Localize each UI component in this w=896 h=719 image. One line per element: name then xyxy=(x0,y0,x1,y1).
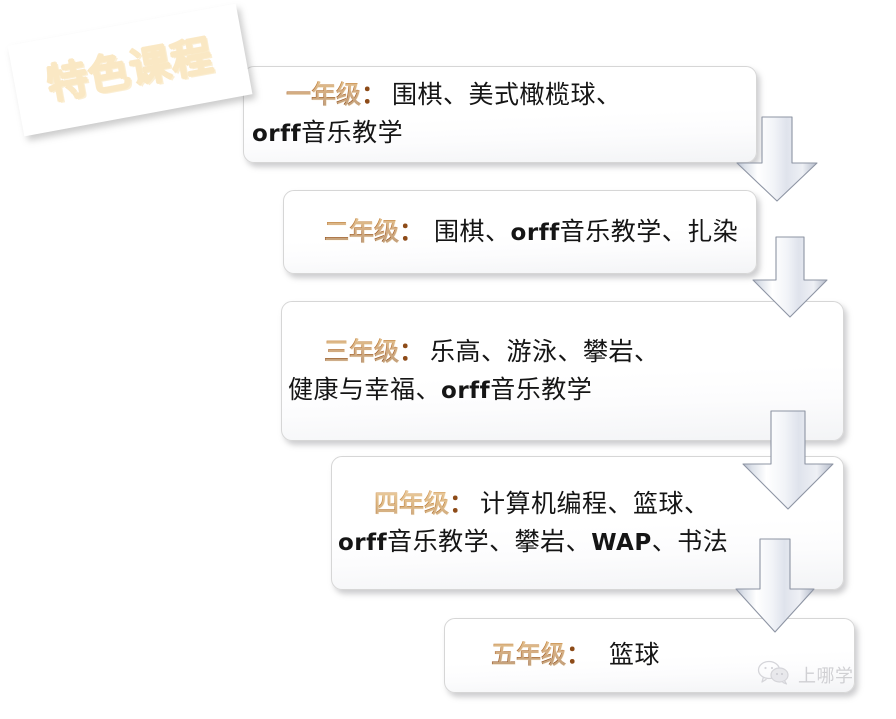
grade-box-4-line-2: orff音乐教学、攀岩、WAP、书法 xyxy=(338,524,827,562)
grade-colon-5: ： xyxy=(566,640,592,669)
grade-label-2: 二年级 xyxy=(324,216,400,246)
grade-course-text-3-2b: 音乐教学 xyxy=(490,376,593,404)
grade-box-1-line-1: 一年级：围棋、美式橄榄球、 xyxy=(286,76,740,115)
grade-box-4-content: 四年级：计算机编程、篮球、 orff音乐教学、攀岩、WAP、书法 xyxy=(332,485,843,562)
title-banner: 特色课程 xyxy=(7,3,253,137)
grade-colon-1: ： xyxy=(361,80,387,109)
grade-box-1-content: 一年级：围棋、美式橄榄球、 orff音乐教学 xyxy=(244,76,756,153)
grade-colon-3: ： xyxy=(399,336,425,366)
grade-colon-2: ： xyxy=(399,216,425,246)
wechat-bubbles-icon xyxy=(757,659,791,690)
grade-course-text-3-2a: 健康与幸福、 xyxy=(288,376,442,404)
grade-box-4-line-1: 四年级：计算机编程、篮球、 xyxy=(374,485,827,524)
down-arrow-icon-4 xyxy=(735,538,815,633)
grade-course-text-2-b: 音乐教学、扎染 xyxy=(559,218,739,246)
grade-course-latin-2: orff xyxy=(510,219,560,246)
grade-course-text-4-2a: 音乐教学、攀岩、 xyxy=(387,528,592,556)
grade-label-3: 三年级 xyxy=(324,336,400,366)
grade-box-3-content: 三年级：乐高、游泳、攀岩、 健康与幸福、orff音乐教学 xyxy=(282,333,843,410)
page-title: 特色课程 xyxy=(42,30,217,109)
grade-course-text-1-2: 音乐教学 xyxy=(301,120,404,147)
watermark-label: 上哪学 xyxy=(798,665,854,686)
grade-course-text-4-2b: 、书法 xyxy=(651,528,729,556)
grade-course-text-3-1: 乐高、游泳、攀岩、 xyxy=(430,338,660,366)
grade-box-2-content: 二年级： 围棋、orff音乐教学、扎染 xyxy=(284,213,756,252)
down-arrow-icon-3 xyxy=(742,410,834,510)
grade-box-3[interactable]: 三年级：乐高、游泳、攀岩、 健康与幸福、orff音乐教学 xyxy=(281,301,844,441)
grade-box-3-line-2: 健康与幸福、orff音乐教学 xyxy=(288,372,827,410)
grade-course-text-4-1: 计算机编程、篮球、 xyxy=(480,490,710,518)
grade-course-text-2-a: 围棋、 xyxy=(434,218,511,246)
grade-course-latin-4-b: WAP xyxy=(591,529,652,556)
grade-box-2[interactable]: 二年级： 围棋、orff音乐教学、扎染 xyxy=(283,190,757,274)
grade-box-1-line-2: orff音乐教学 xyxy=(252,115,740,153)
down-arrow-icon-2 xyxy=(752,236,828,318)
grade-course-latin-3: orff xyxy=(441,377,491,404)
grade-box-2-line-1: 二年级： 围棋、orff音乐教学、扎染 xyxy=(324,213,740,252)
grade-label-4: 四年级 xyxy=(374,488,450,518)
grade-course-latin-1-2: orff xyxy=(252,121,302,147)
grade-box-5-content: 五年级： 篮球 xyxy=(445,636,854,675)
grade-course-text-5: 篮球 xyxy=(609,642,661,669)
grade-box-1[interactable]: 一年级：围棋、美式橄榄球、 orff音乐教学 xyxy=(243,66,757,163)
watermark: 上哪学 xyxy=(757,659,854,690)
grade-box-5[interactable]: 五年级： 篮球 xyxy=(444,618,855,693)
grade-label-5: 五年级 xyxy=(491,640,567,669)
grade-label-1: 一年级 xyxy=(286,80,362,109)
grade-colon-4: ： xyxy=(449,488,475,518)
grade-box-5-line-1: 五年级： 篮球 xyxy=(491,636,838,675)
grade-course-latin-4-a: orff xyxy=(338,529,388,556)
grade-course-text-1-1: 围棋、美式橄榄球、 xyxy=(392,82,622,109)
grade-box-3-line-1: 三年级：乐高、游泳、攀岩、 xyxy=(324,333,827,372)
down-arrow-icon-1 xyxy=(736,116,818,202)
